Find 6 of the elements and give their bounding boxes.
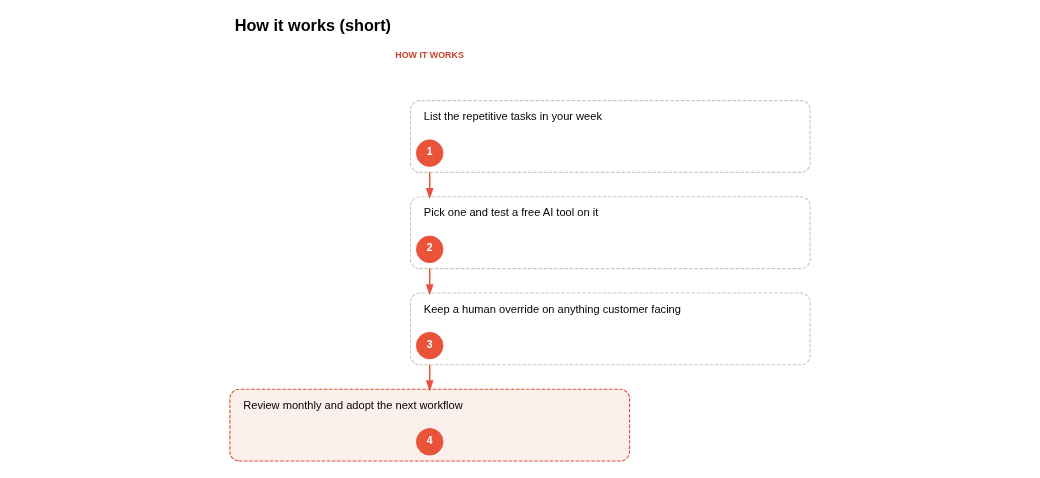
diagram-title: How it works (short): [234, 15, 392, 34]
label: HOW IT WORKS: [395, 50, 464, 61]
node-circle: 1: [416, 139, 444, 167]
node-circle: 2: [416, 235, 444, 264]
node-circle: 4: [416, 428, 444, 456]
node-circle: 3: [416, 331, 444, 360]
